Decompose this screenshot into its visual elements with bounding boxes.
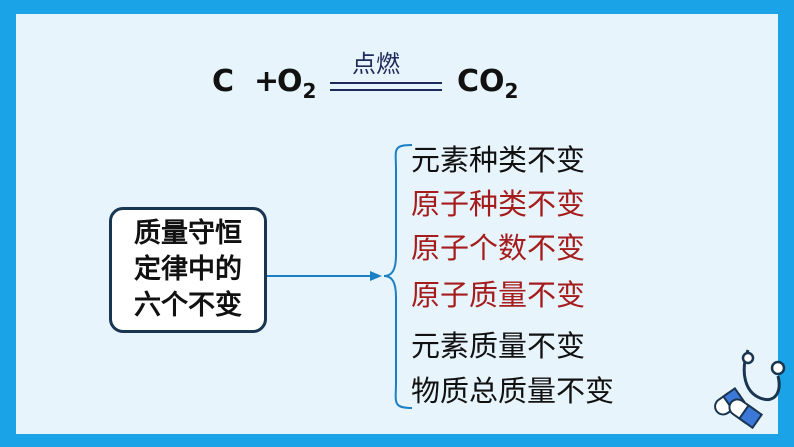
box-line-3: 六个不变 [134, 290, 242, 321]
box-line-2: 定律中的 [134, 254, 242, 285]
law-box: 质量守恒 定律中的 六个不变 [109, 207, 267, 333]
list-item: 原子个数不变 [411, 231, 586, 265]
equals-line-bottom [330, 89, 442, 91]
reaction-condition: 点燃 [352, 50, 400, 78]
reactant-carbon: C [212, 64, 235, 99]
list-item: 原子种类不变 [411, 187, 586, 221]
list-item: 元素种类不变 [411, 143, 586, 177]
box-line-1: 质量守恒 [134, 218, 242, 249]
connector-arrow [267, 271, 382, 281]
plus-sign: + [254, 64, 280, 99]
oxygen-subscript: 2 [302, 79, 317, 103]
co2-subscript: 2 [504, 79, 519, 103]
curly-brace [383, 144, 413, 409]
equals-line-top [330, 82, 442, 84]
list-item: 物质总质量不变 [411, 374, 615, 408]
product-co2: CO2 [457, 64, 519, 103]
list-item: 元素质量不变 [411, 329, 586, 363]
medical-pills-stethoscope-icon [714, 349, 786, 430]
list-item: 原子质量不变 [411, 278, 586, 312]
reactant-oxygen: O2 [277, 64, 317, 103]
